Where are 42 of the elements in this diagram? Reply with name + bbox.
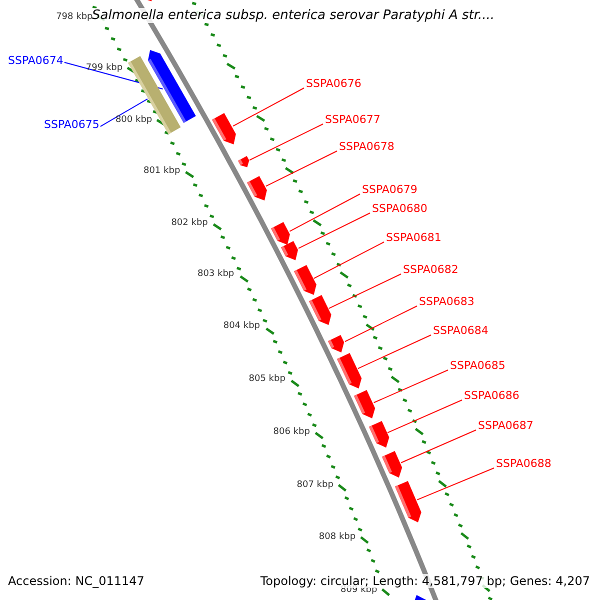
gene-bar — [294, 265, 316, 296]
scale-label: 799 kbp — [86, 63, 123, 73]
footer-text: Topology: circular; Length: 4,581,797 bp; Genes: 4,207 — [260, 574, 590, 588]
gene-bar — [247, 176, 267, 201]
gene-bar — [328, 334, 344, 352]
scale-label: 807 kbp — [296, 480, 334, 490]
gene-bar — [308, 295, 331, 326]
leader-line — [249, 124, 324, 161]
leader-line — [298, 212, 370, 249]
scale-label: 798 kbp — [56, 12, 93, 22]
leader-line — [100, 98, 148, 127]
title: Salmonella enterica subsp. enterica serovar Paratyphi A str.... — [92, 8, 495, 23]
gene-bar — [382, 451, 402, 478]
leader-line — [328, 274, 402, 309]
scale-label: 806 kbp — [273, 427, 310, 437]
scale-label: 803 kbp — [197, 269, 234, 279]
leader-line — [357, 334, 432, 370]
leader-line — [289, 194, 360, 232]
gene-bar — [354, 390, 376, 419]
leader-line — [416, 468, 494, 500]
gene-bar — [336, 352, 362, 388]
scale-label: 808 kbp — [318, 532, 356, 542]
leader-line — [265, 150, 338, 187]
scale-label: 805 kbp — [248, 374, 286, 384]
gene-bar — [212, 112, 236, 144]
leader-line — [344, 306, 418, 342]
scale-label: 802 kbp — [171, 218, 208, 228]
gene-bar — [271, 222, 290, 245]
leader-line — [373, 370, 448, 404]
gene-bar — [238, 156, 249, 168]
leader-line — [313, 242, 384, 279]
scale-label: 804 kbp — [223, 321, 260, 331]
leader-line — [232, 88, 304, 127]
footer-text: Accession: NC_011147 — [8, 574, 144, 588]
gene-bar — [368, 421, 389, 448]
scale-label: 809 kbp — [340, 585, 378, 595]
leader-line — [387, 400, 462, 434]
gene-bar — [395, 480, 422, 522]
scale-label: 800 kbp — [115, 115, 152, 125]
leader-line — [400, 430, 476, 464]
gene-bar — [281, 240, 298, 260]
scale-label: 801 kbp — [143, 166, 180, 176]
